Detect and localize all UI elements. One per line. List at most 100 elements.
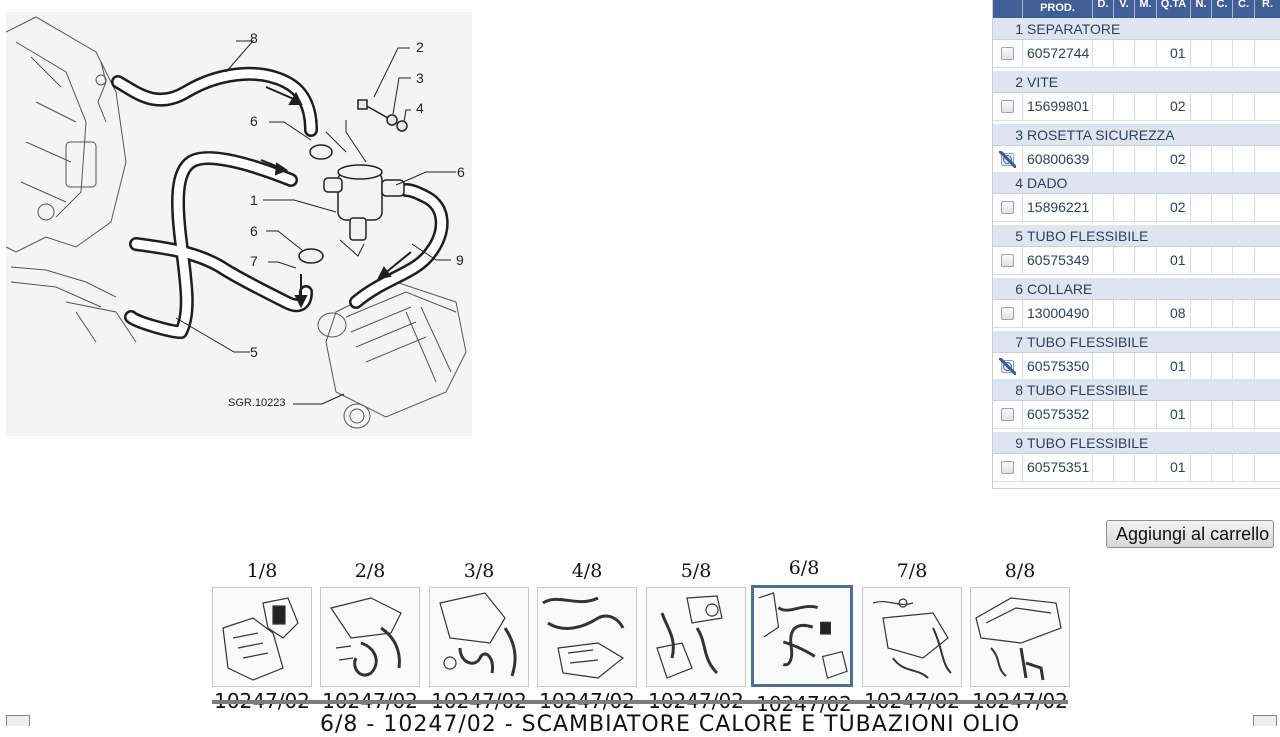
table-cell bbox=[1114, 93, 1135, 121]
table-cell bbox=[993, 146, 1023, 174]
table-cell bbox=[1114, 194, 1135, 222]
table-cell bbox=[1212, 194, 1233, 222]
table-cell bbox=[1255, 194, 1280, 222]
thumbnail-label: 4/8 bbox=[571, 560, 603, 582]
part-description: TUBO FLESSIBILE bbox=[1027, 334, 1149, 350]
part-description: COLLARE bbox=[1027, 281, 1093, 297]
table-cell bbox=[1157, 454, 1191, 482]
table-cell bbox=[1023, 40, 1093, 68]
scroll-right-icon[interactable] bbox=[1253, 715, 1277, 726]
part-code: 60572744 bbox=[1027, 45, 1090, 61]
header-n: N. bbox=[1191, 0, 1212, 18]
thumbnail-image[interactable] bbox=[429, 587, 529, 687]
part-select-checkbox[interactable] bbox=[1001, 201, 1014, 214]
part-description: TUBO FLESSIBILE bbox=[1027, 435, 1149, 451]
part-select-checkbox[interactable] bbox=[999, 358, 1016, 375]
table-cell bbox=[1157, 93, 1191, 121]
thumbnail-image[interactable] bbox=[970, 587, 1070, 687]
part-description: TUBO FLESSIBILE bbox=[1027, 228, 1149, 244]
table-cell bbox=[1135, 40, 1157, 68]
part-select-checkbox[interactable] bbox=[1001, 47, 1014, 60]
table-cell bbox=[1135, 194, 1157, 222]
table-cell bbox=[1023, 247, 1093, 275]
table-cell bbox=[1191, 401, 1212, 429]
table-cell bbox=[1255, 300, 1280, 328]
table-cell bbox=[1157, 300, 1191, 328]
callout-2: 2 bbox=[416, 39, 424, 55]
callout-6b: 6 bbox=[250, 223, 258, 239]
part-code: 60575351 bbox=[1027, 459, 1090, 475]
part-select-checkbox[interactable] bbox=[999, 151, 1016, 168]
thumbnail-label: 3/8 bbox=[463, 560, 495, 582]
thumbnail-image[interactable] bbox=[320, 587, 420, 687]
table-cell bbox=[1255, 93, 1280, 121]
header-num-col bbox=[993, 0, 1023, 18]
thumbnail-image[interactable] bbox=[646, 587, 746, 687]
part-number: 6 bbox=[1015, 281, 1023, 297]
table-cell bbox=[1191, 40, 1212, 68]
thumbnail-label: 1/8 bbox=[246, 560, 278, 582]
table-cell bbox=[1135, 454, 1157, 482]
table-cell bbox=[993, 353, 1023, 381]
table-cell bbox=[1212, 93, 1233, 121]
thumbnail-label: 8/8 bbox=[1004, 560, 1036, 582]
table-cell bbox=[1191, 300, 1212, 328]
part-quantity: 01 bbox=[1170, 358, 1186, 374]
part-select-checkbox[interactable] bbox=[1001, 461, 1014, 474]
table-cell bbox=[1255, 247, 1280, 275]
table-cell bbox=[1093, 247, 1114, 275]
thumbnail-drawing bbox=[975, 597, 1062, 681]
part-number: 4 bbox=[1015, 175, 1023, 191]
table-cell bbox=[1157, 146, 1191, 174]
part-select-checkbox[interactable] bbox=[1001, 408, 1014, 421]
thumbnail-image[interactable] bbox=[751, 585, 853, 687]
table-cell bbox=[993, 194, 1023, 222]
diagram-drawing: 8 2 3 4 6 1 6 6 7 9 5 SGR.10223 bbox=[6, 16, 467, 429]
part-description: SEPARATORE bbox=[1027, 21, 1121, 37]
table-cell bbox=[1157, 401, 1191, 429]
table-cell bbox=[1093, 401, 1114, 429]
group-title: 6/8 - 10247/02 - SCAMBIATORE CALORE E TU… bbox=[320, 712, 1021, 737]
table-cell bbox=[1093, 300, 1114, 328]
thumbnail-drawing bbox=[222, 597, 299, 681]
table-cell bbox=[1255, 401, 1280, 429]
scroll-left-icon[interactable] bbox=[6, 715, 30, 726]
table-cell bbox=[1135, 146, 1157, 174]
header-prod: PROD. bbox=[1023, 0, 1093, 18]
part-select-checkbox[interactable] bbox=[1001, 254, 1014, 267]
table-cell bbox=[1233, 93, 1255, 121]
part-number: 7 bbox=[1015, 334, 1023, 350]
part-number: 2 bbox=[1015, 74, 1023, 90]
thumbnail-drawing bbox=[872, 598, 952, 679]
callout-5: 5 bbox=[250, 344, 258, 360]
add-to-cart-button[interactable]: Aggiungi al carrello bbox=[1106, 520, 1274, 548]
part-select-checkbox[interactable] bbox=[1001, 307, 1014, 320]
callout-8: 8 bbox=[250, 30, 258, 46]
callout-6c: 6 bbox=[457, 164, 465, 180]
header-v: V. bbox=[1114, 0, 1135, 18]
exploded-parts-diagram: 8 2 3 4 6 1 6 6 7 9 5 SGR.10223 bbox=[6, 12, 472, 436]
table-cell bbox=[1191, 146, 1212, 174]
table-cell bbox=[1157, 247, 1191, 275]
part-select-checkbox[interactable] bbox=[1001, 100, 1014, 113]
table-cell bbox=[1157, 353, 1191, 381]
thumbnail-image[interactable] bbox=[862, 587, 962, 687]
table-cell bbox=[993, 93, 1023, 121]
table-cell bbox=[993, 454, 1023, 482]
table-cell bbox=[1093, 353, 1114, 381]
header-c2: C. bbox=[1233, 0, 1255, 18]
part-quantity: 02 bbox=[1170, 98, 1186, 114]
table-cell bbox=[1114, 300, 1135, 328]
table-cell bbox=[1114, 247, 1135, 275]
table-cell bbox=[1233, 146, 1255, 174]
part-code: 15699801 bbox=[1027, 98, 1090, 114]
callout-9: 9 bbox=[456, 252, 464, 268]
part-code: 13000490 bbox=[1027, 305, 1090, 321]
thumbnail-image[interactable] bbox=[537, 587, 637, 687]
thumbnail-image[interactable] bbox=[212, 587, 312, 687]
